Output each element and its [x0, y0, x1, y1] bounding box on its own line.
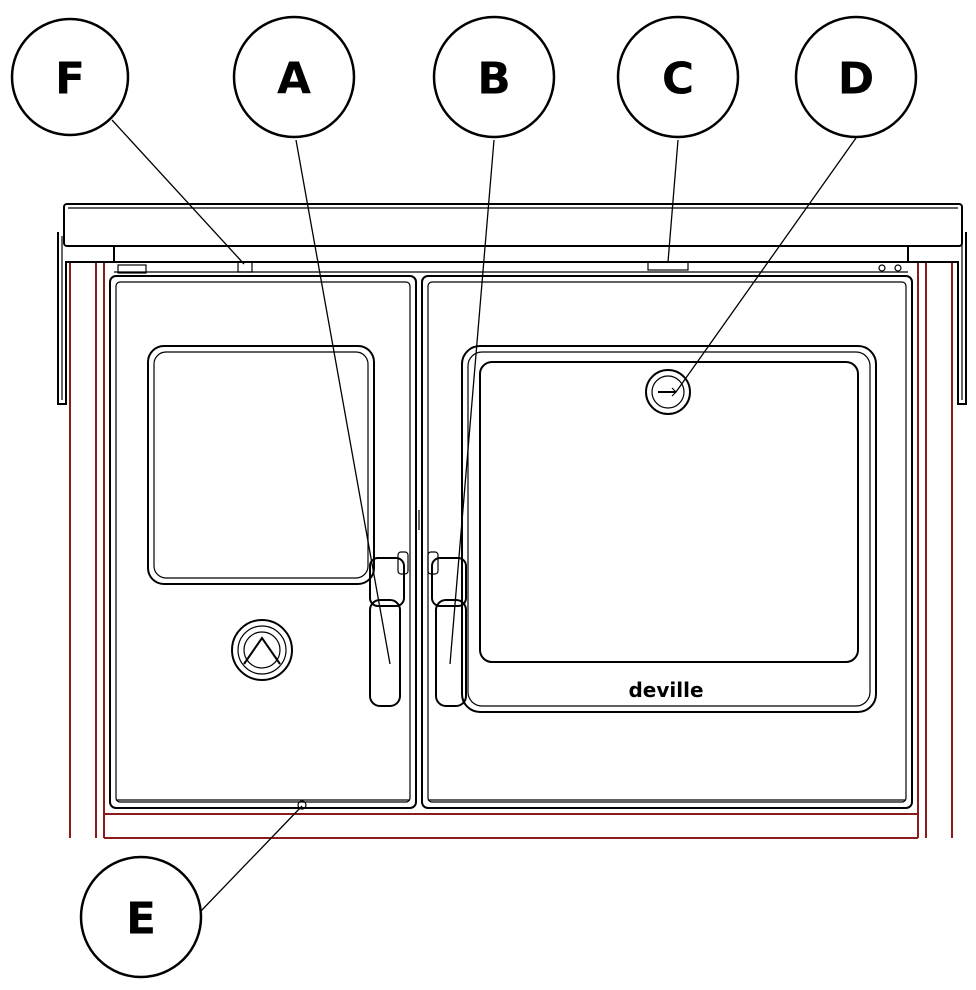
callout-b: B: [432, 15, 556, 139]
brand-label: deville: [628, 678, 703, 702]
air-regulator-knob: [231, 619, 293, 681]
callout-d-label: D: [838, 54, 875, 105]
left-door: [109, 275, 417, 810]
left-door-handle[interactable]: [369, 551, 409, 707]
side-bracket-right: [918, 232, 967, 405]
right-door-handle[interactable]: [427, 551, 467, 707]
cooktop-plate: [63, 203, 963, 263]
stove-side-frame: [69, 261, 953, 839]
callout-c-label: C: [662, 54, 694, 105]
leader-lines: [111, 119, 857, 913]
right-door: deville: [421, 275, 913, 809]
oven-thermometer-icon: [645, 369, 691, 415]
callout-e-label: E: [126, 894, 156, 945]
callout-a: A: [232, 15, 356, 139]
callout-a-label: A: [277, 54, 311, 105]
callout-f-label: F: [55, 54, 85, 105]
side-bracket-left: [57, 232, 104, 405]
top-rail: [114, 261, 908, 274]
callout-d: D: [794, 15, 918, 139]
callout-f: F: [10, 17, 130, 137]
callout-c: C: [616, 15, 740, 139]
callout-e: E: [79, 855, 203, 979]
callout-b-label: B: [477, 54, 511, 105]
